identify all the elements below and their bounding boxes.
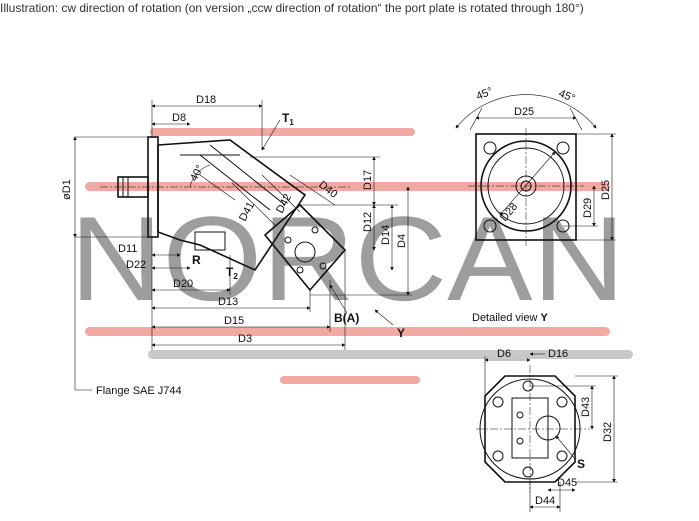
dim-d22-label: D22 <box>126 259 146 271</box>
port-ba-label: B(A) <box>334 311 359 325</box>
angle-left-label: 45° <box>475 85 495 102</box>
dim-d13-label: D13 <box>218 296 238 308</box>
dim-d25-vertical-label: D25 <box>600 180 612 200</box>
angle-label: 40° <box>188 163 206 183</box>
port-t1-label: T1 <box>282 111 294 127</box>
view-y-arrow-label: Y <box>397 326 405 340</box>
dim-d12-label: D12 <box>362 212 374 232</box>
dim-d16-label: D16 <box>548 348 568 360</box>
dim-d1-label: øD1 <box>61 179 73 200</box>
dim-d15-label: D15 <box>224 315 244 327</box>
dim-d8-label: D8 <box>172 112 186 124</box>
flange-note: Flange SAE J744 <box>96 385 182 397</box>
watermark-stripe <box>150 128 415 136</box>
port-view: D6 D16 D43 D32 D45 D44 S <box>476 348 618 512</box>
watermark-text: NORCAN <box>70 192 625 326</box>
dim-d43-label: D43 <box>580 397 592 417</box>
port-t2-label: T2 <box>226 265 238 281</box>
figure-caption: Illustration: cw direction of rotation (… <box>0 1 584 15</box>
dim-d4-label: D4 <box>396 234 408 248</box>
dim-d6-label: D6 <box>497 348 511 360</box>
detail-view-label: Detailed view Y <box>472 312 548 324</box>
angle-right-label: 45° <box>557 88 577 105</box>
watermark-bar <box>148 350 633 359</box>
watermark-stripe <box>85 182 610 191</box>
dim-d44-label: D44 <box>535 495 555 507</box>
dim-d17-label: D17 <box>362 170 374 190</box>
dim-d29-label: D29 <box>582 198 594 218</box>
watermark-stripe <box>85 327 610 336</box>
watermark-stripe <box>280 376 420 384</box>
dim-d45-label: D45 <box>557 477 577 489</box>
dim-d32-label: D32 <box>602 422 614 442</box>
port-s-label: S <box>577 457 585 471</box>
detail-view-y: 45° 45° D25 D25 D28 D29 Detailed view Y <box>455 85 616 324</box>
watermark: NORCAN <box>70 128 633 384</box>
dim-d11-label: D11 <box>118 243 137 255</box>
dim-d14-label: D14 <box>380 225 392 245</box>
dim-d18-label: D18 <box>196 94 216 106</box>
dim-d3-label: D3 <box>238 333 252 345</box>
port-r-label: R <box>192 253 201 267</box>
dim-d25-horizontal-label: D25 <box>514 106 534 118</box>
side-view: D18 D8 øD1 D17 D40 D41 D42 D12 D14 D4 D1… <box>61 94 412 397</box>
dim-d20-label: D20 <box>173 278 193 290</box>
